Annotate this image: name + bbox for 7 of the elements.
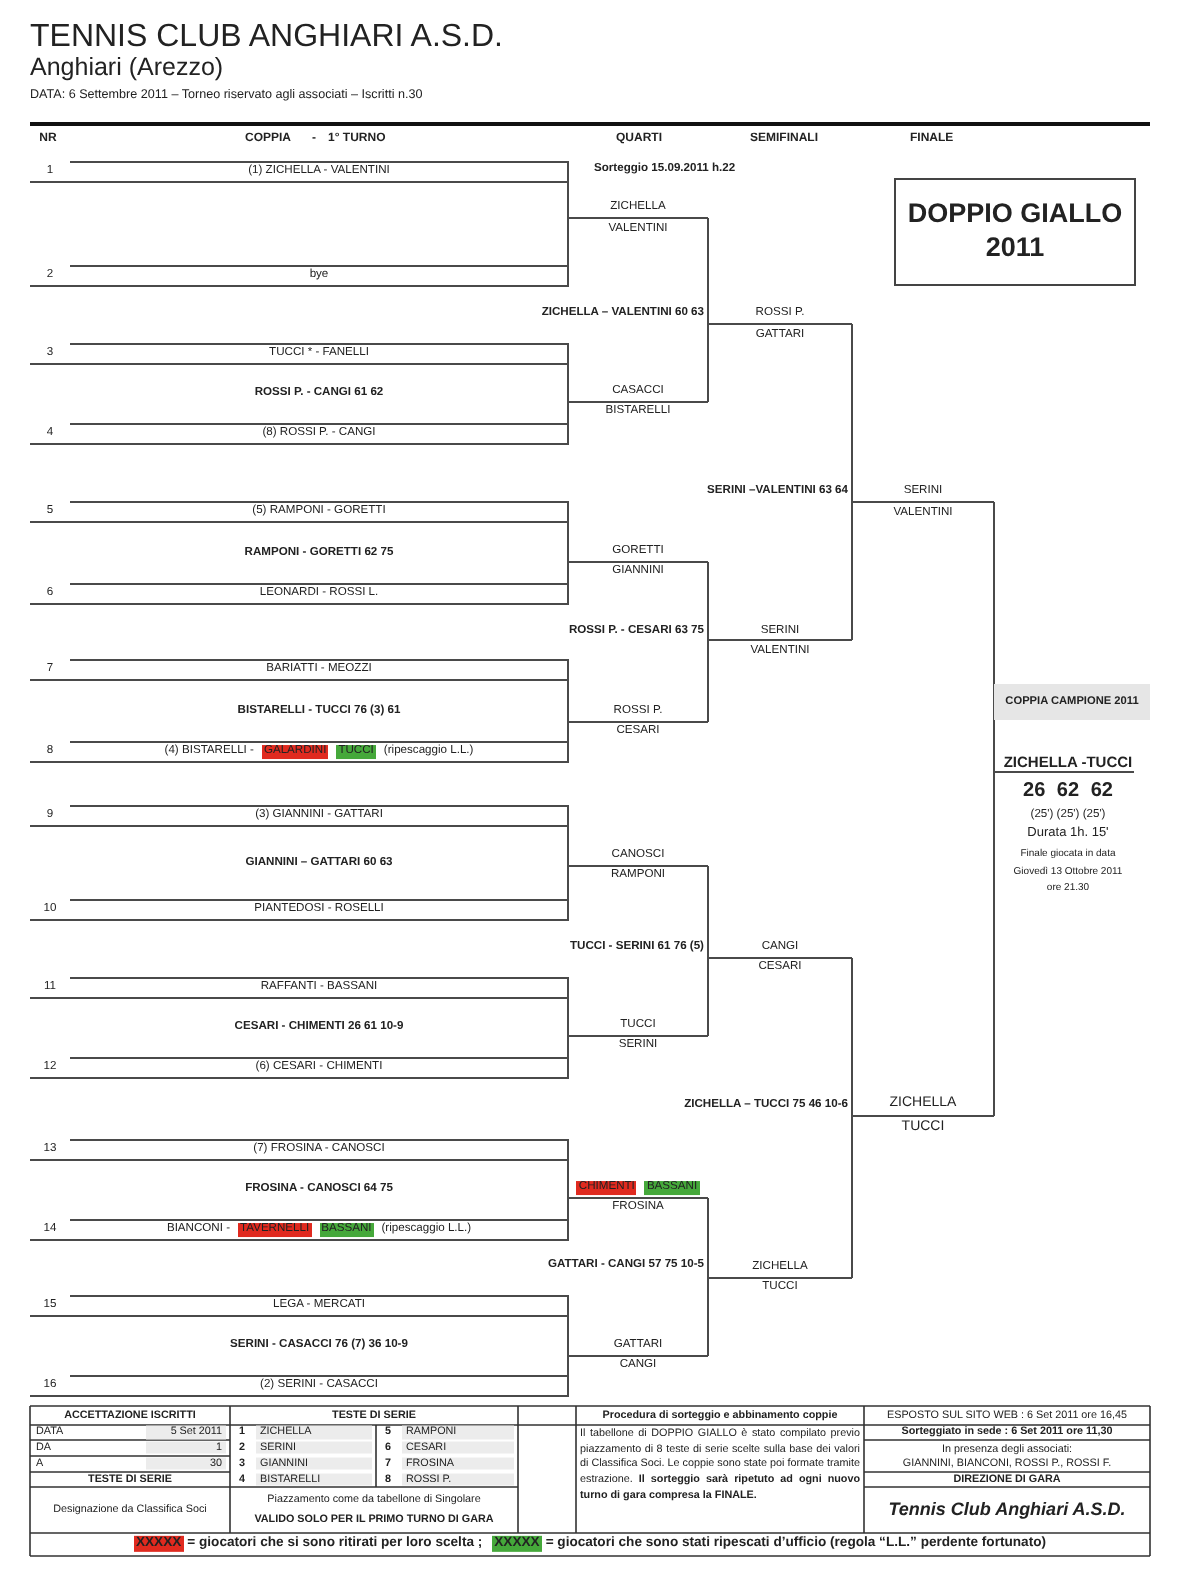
final-score: 26 62 62 (1021, 780, 1115, 804)
title-box (894, 178, 1136, 286)
title: TENNIS CLUB ANGHIARI A.S.D. (30, 18, 503, 57)
club-signature: Tennis Club Anghiari A.S.D. (886, 1499, 1128, 1521)
subtitle: Anghiari (Arezzo) (30, 53, 226, 83)
node-text: DOPPIO GIALLO 2011 (905, 198, 1125, 266)
champion-band (994, 684, 1150, 720)
